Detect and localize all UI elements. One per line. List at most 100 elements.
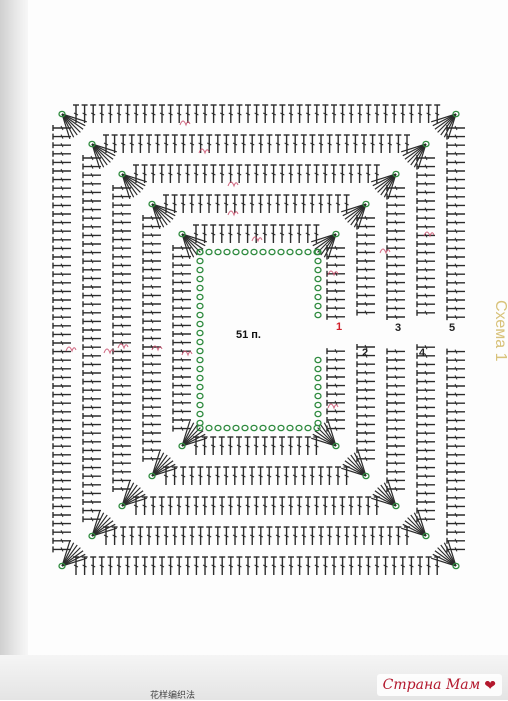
double-crochet-stitch [296, 164, 303, 183]
stitch-bar [73, 564, 79, 568]
fan-stitch [407, 517, 427, 537]
fan-stitch [401, 143, 427, 153]
double-crochet-stitch [82, 447, 101, 454]
corner-fan [431, 541, 457, 567]
double-crochet-stitch [82, 361, 101, 368]
double-crochet-stitch [416, 189, 435, 196]
double-crochet-stitch [112, 228, 131, 234]
double-crochet-stitch [446, 262, 465, 269]
stitch-bar [297, 172, 302, 176]
fan-stitch [151, 203, 161, 229]
stitch-bar [424, 250, 428, 255]
stitch-bar [394, 202, 398, 208]
chain-stitch [286, 248, 294, 256]
stitch-bar [198, 142, 203, 146]
double-crochet-stitch [446, 314, 465, 321]
stitch-bar [280, 112, 285, 116]
stitch-bar [90, 155, 94, 161]
double-crochet-stitch [142, 292, 161, 299]
stitch-bar [424, 293, 428, 298]
stitch-bar [404, 534, 410, 538]
stitch-bar [288, 444, 293, 448]
stitch-bar [364, 293, 368, 298]
stitch-bar [129, 142, 135, 146]
double-crochet-stitch [223, 526, 230, 545]
stitch-bar [271, 172, 276, 176]
stitch-bar [340, 112, 345, 116]
double-crochet-stitch [374, 104, 380, 123]
double-crochet-stitch [257, 194, 264, 213]
stitch-bar [176, 564, 182, 568]
stitch-bar [334, 426, 338, 431]
stitch-bar [454, 357, 458, 363]
double-crochet-stitch [52, 503, 71, 510]
annotation-mark [227, 210, 239, 217]
corner-fan [371, 173, 397, 199]
stitch-bar [103, 142, 109, 146]
double-crochet-stitch [296, 436, 303, 455]
double-crochet-stitch [141, 496, 148, 515]
double-crochet-stitch [52, 348, 71, 355]
stitch-bar [305, 232, 311, 236]
double-crochet-stitch [112, 185, 131, 191]
stitch-bar [206, 474, 212, 478]
double-crochet-stitch [172, 253, 191, 260]
stitch-bar [370, 534, 375, 538]
stitch-bar [90, 319, 94, 324]
stitch-bar [364, 250, 368, 255]
double-crochet-stitch [365, 496, 372, 515]
double-crochet-stitch [52, 391, 71, 398]
stitch-bar [327, 142, 332, 146]
stitch-bar [150, 456, 154, 462]
stitch-bar [327, 534, 332, 538]
double-crochet-stitch [82, 180, 101, 187]
stitch-bar [60, 194, 64, 200]
double-crochet-stitch [446, 254, 465, 260]
stitch-bar [424, 267, 428, 273]
double-crochet-stitch [386, 425, 405, 432]
stitch-bar [424, 224, 428, 230]
stitch-bar [60, 452, 64, 458]
fan-stitch [341, 467, 367, 477]
fan-stitch [151, 203, 174, 220]
chain-stitch [295, 424, 303, 432]
chain-stitch [314, 392, 322, 400]
double-crochet-stitch [52, 176, 71, 183]
double-crochet-stitch [112, 348, 131, 355]
stitch-bar [454, 486, 458, 492]
double-crochet-stitch [90, 556, 97, 575]
stitch-bar [142, 564, 148, 568]
stitch-bar [335, 534, 341, 538]
stitch-bar [334, 348, 338, 354]
double-crochet-stitch [52, 159, 71, 166]
fan-stitch [151, 454, 168, 477]
fan-stitch [181, 233, 191, 259]
stitch-grid [52, 104, 465, 575]
double-crochet-stitch [141, 556, 148, 575]
double-crochet-stitch [386, 477, 405, 484]
double-crochet-stitch [416, 301, 435, 308]
stitch-bar [262, 112, 268, 116]
stitch-bar [288, 564, 294, 568]
double-crochet-stitch [361, 526, 367, 545]
fan-stitch [402, 523, 427, 537]
double-crochet-stitch [270, 496, 277, 515]
stitch-bar [176, 172, 182, 176]
stitch-bar [219, 564, 225, 568]
stitch-bar [245, 504, 251, 508]
stitch-bar [353, 534, 358, 538]
double-crochet-stitch [112, 288, 131, 295]
stitch-bar [150, 422, 154, 427]
stitch-bar [292, 142, 298, 146]
fan-stitch [151, 463, 176, 477]
double-crochet-stitch [378, 526, 385, 545]
stitch-bar [288, 172, 294, 176]
center-stitch-count: 51 п. [236, 329, 261, 341]
stitch-bar [334, 245, 338, 251]
stitch-bar [90, 241, 94, 247]
double-crochet-stitch [416, 275, 435, 282]
double-crochet-stitch [287, 224, 294, 243]
double-crochet-stitch [365, 104, 372, 123]
double-crochet-stitch [416, 215, 435, 222]
